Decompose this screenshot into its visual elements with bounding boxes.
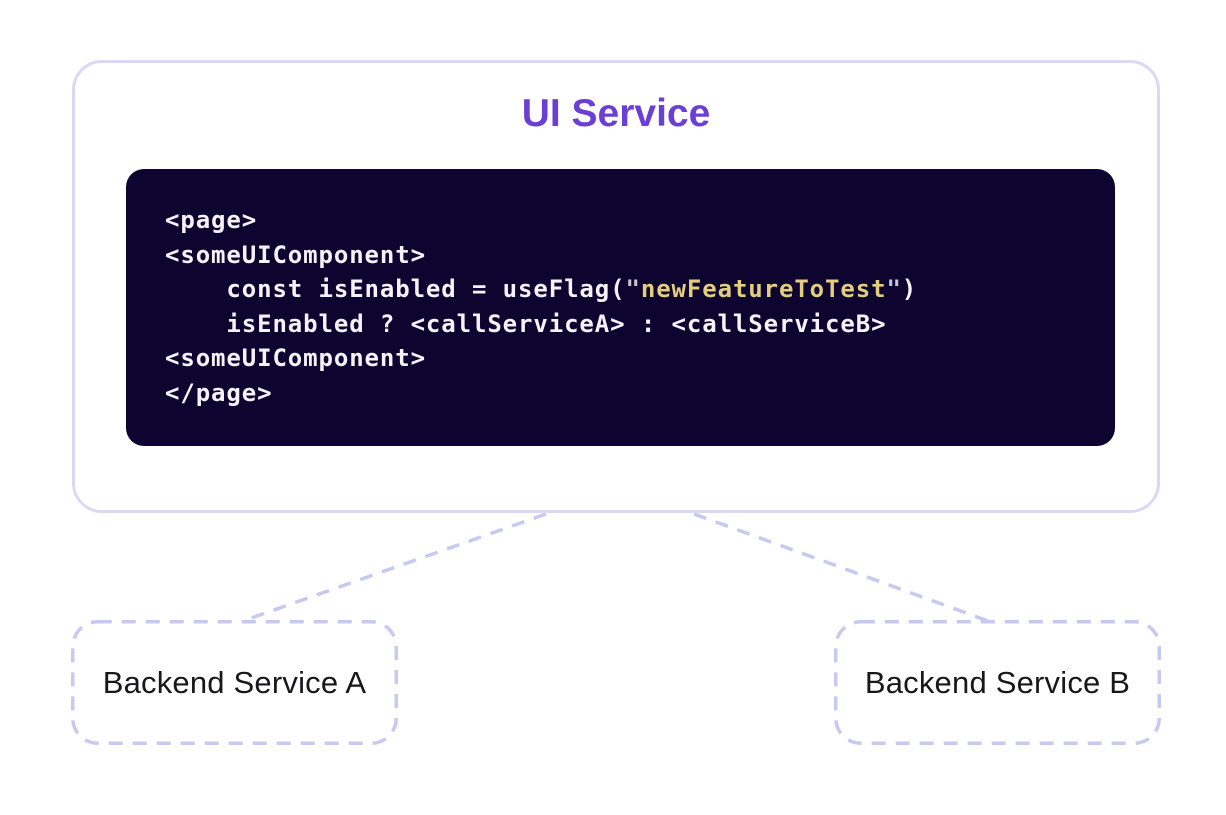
code-line: <someUIComponent> — [165, 344, 426, 373]
ui-service-title: UI Service — [521, 92, 711, 135]
code-lines: <page> <someUIComponent> const isEnabled … — [165, 203, 1085, 411]
code-line: <page> — [165, 206, 258, 234]
ui-service-node: UI Service <page> <someUIComponent> const… — [72, 60, 1160, 513]
backend-service-a-node: Backend Service A — [71, 620, 398, 745]
code-line: isEnabled ? <callServiceA> : <callServic… — [165, 309, 887, 338]
connector-line-to-backend-a — [239, 512, 547, 624]
backend-service-a-label: Backend Service A — [102, 664, 367, 700]
backend-service-b-node: Backend Service B — [834, 620, 1161, 745]
connector-line-to-backend-b — [693, 512, 992, 624]
code-line: const isEnabled = useFlag("newFeatureToT… — [165, 275, 918, 304]
code-line: </page> — [165, 378, 273, 407]
backend-a-dashed-border — [71, 620, 398, 745]
backend-service-b-label: Backend Service B — [864, 664, 1131, 700]
backend-b-dashed-border — [834, 620, 1161, 745]
code-snippet-block: <page> <someUIComponent> const isEnabled … — [126, 169, 1115, 446]
code-line: <someUIComponent> — [165, 240, 426, 269]
